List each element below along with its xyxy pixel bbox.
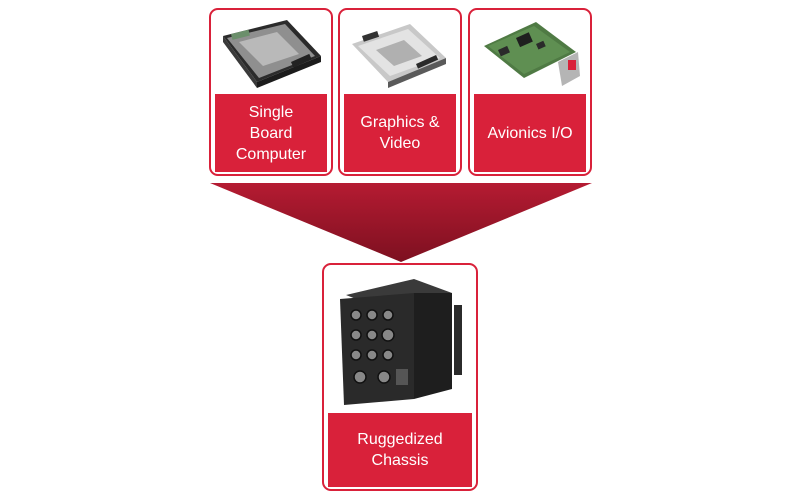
avionics-io-card: Avionics I/O [468, 8, 592, 176]
module-label-single-board-computer: Single Board Computer [215, 94, 327, 172]
module-label-text: Avionics I/O [487, 124, 573, 142]
module-label-text: Single Board Computer [235, 103, 307, 163]
rugged-chassis-image [340, 279, 462, 405]
single-board-computer-image [223, 20, 321, 88]
graphics-video-image [352, 24, 446, 88]
result-label-text: Ruggedized Chassis [357, 431, 443, 469]
result-label-ruggedized-chassis: Ruggedized Chassis [328, 413, 472, 487]
single-board-computer-card: Single Board Computer [209, 8, 333, 176]
graphics-video-card: Graphics & Video [338, 8, 462, 176]
module-label-avionics-io: Avionics I/O [474, 94, 586, 172]
ruggedized-chassis-card: Ruggedized Chassis [322, 263, 478, 491]
avionics-io-image [484, 22, 580, 86]
module-label-graphics-video: Graphics & Video [344, 94, 456, 172]
module-label-text: Graphics & Video [360, 114, 440, 152]
